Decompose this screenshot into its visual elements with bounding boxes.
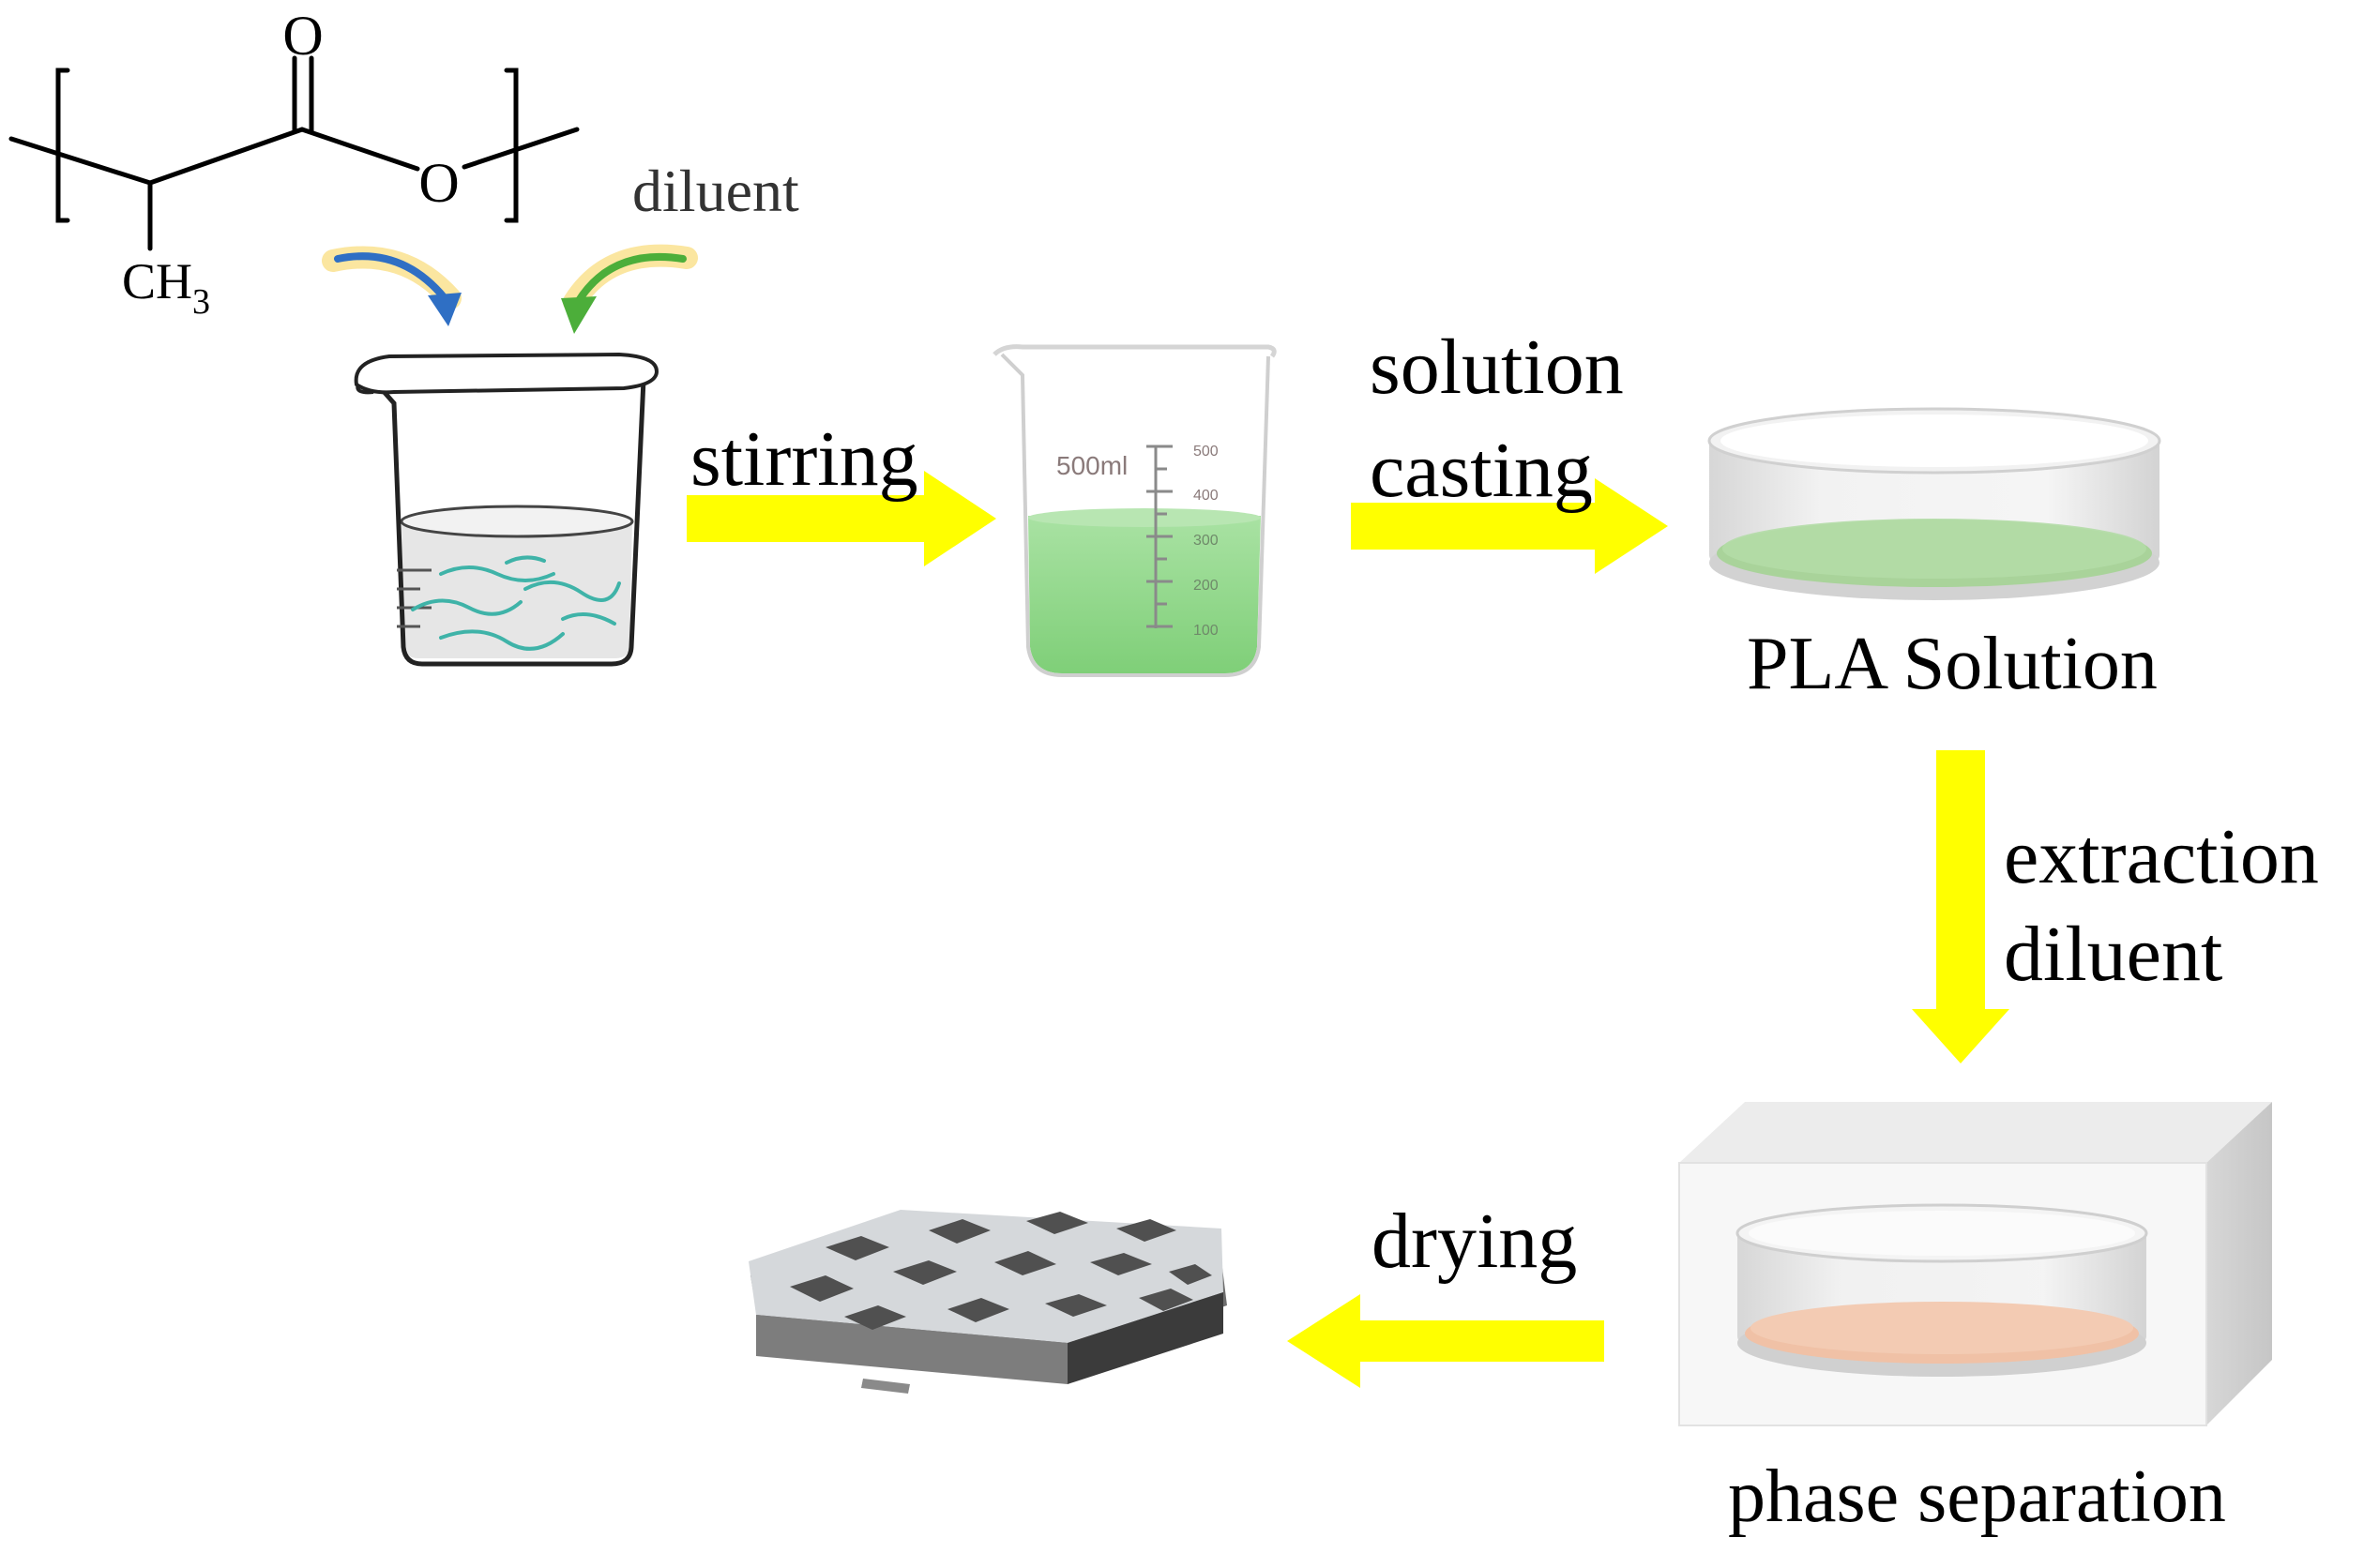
- stirring-label: stirring: [690, 415, 918, 503]
- tick-label-300: 300: [1193, 533, 1219, 549]
- scaffold-pores: [790, 1212, 1212, 1330]
- extraction-label: extraction: [2004, 813, 2319, 900]
- stirring-arrow: [687, 471, 996, 566]
- tick-label-500: 500: [1193, 444, 1219, 460]
- pla-structure: [8, 55, 580, 251]
- chamber-top: [1679, 1102, 2272, 1163]
- left-bracket: [55, 68, 70, 223]
- porous-scaffold: [749, 1210, 1227, 1394]
- diluent-label: diluent: [632, 158, 799, 224]
- mixing-beaker: [354, 352, 659, 667]
- solution-label: solution: [1370, 324, 1624, 411]
- bond-c-c: [147, 127, 305, 186]
- input-arrows: [322, 244, 698, 334]
- methyl-subscript: 3: [192, 282, 210, 322]
- tick-label-200: 200: [1193, 578, 1219, 594]
- methyl-group: CH3: [122, 253, 210, 322]
- blue-arrowhead: [428, 293, 462, 326]
- casting-label: casting: [1370, 427, 1593, 514]
- phase-separation-chamber: [1678, 1102, 2272, 1426]
- petri-dish-pla-solution: [1707, 407, 2161, 600]
- bond-right: [462, 127, 580, 170]
- graduated-beaker: 500ml 500 400 300 200 100: [993, 344, 1277, 677]
- chamber-side: [2206, 1102, 2272, 1425]
- green-arrowhead: [561, 296, 597, 334]
- tick-label-100: 100: [1193, 623, 1219, 639]
- solution-casting-arrow: [1351, 478, 1668, 574]
- inner-petri-dish: [1735, 1203, 2148, 1377]
- green-arrow-shaft: [574, 252, 687, 306]
- phase-separation-label: phase separation: [1728, 1455, 2226, 1538]
- drying-arrow: [1287, 1294, 1604, 1388]
- bond-left: [8, 136, 153, 186]
- extraction-diluent-label: diluent: [2004, 911, 2223, 998]
- scale-ticks: [1146, 445, 1173, 628]
- methyl-text: CH: [122, 253, 192, 309]
- bond-c-o: [299, 127, 420, 172]
- extraction-arrow: [1912, 750, 2009, 1063]
- beaker-volume-label: 500ml: [1056, 451, 1128, 480]
- right-bracket: [504, 68, 519, 223]
- polymer-chains: [411, 555, 621, 651]
- blue-arrow-shaft: [334, 252, 448, 302]
- ester-oxygen: O: [418, 152, 459, 214]
- carbonyl-oxygen: O: [282, 5, 323, 67]
- drying-label: drying: [1371, 1198, 1578, 1285]
- tick-label-400: 400: [1193, 488, 1219, 504]
- pla-solution-label: PLA Solution: [1747, 623, 2158, 705]
